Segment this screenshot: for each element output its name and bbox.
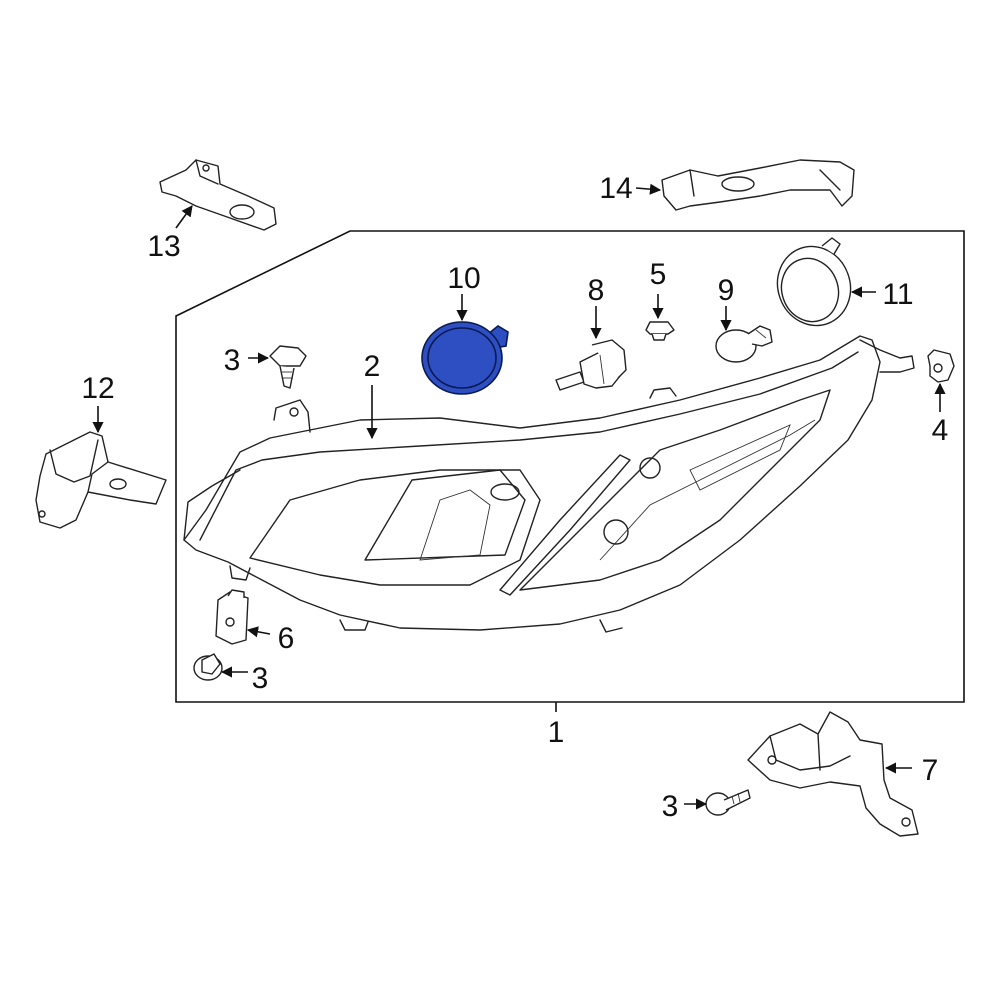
callout-7: 7 [922,754,939,787]
bracket-12 [35,431,167,529]
callout-11: 11 [882,278,913,311]
screw-3b [193,653,223,681]
clip-5 [645,321,675,341]
bracket-13 [159,159,277,231]
callout-9: 9 [718,274,735,307]
assembly-frame [175,230,965,703]
callout-14: 14 [599,172,632,205]
callout-3c: 3 [662,790,679,823]
callout-12: 12 [81,372,114,405]
ring-11 [776,237,852,327]
clip-6 [215,589,249,645]
callout-10: 10 [447,262,480,295]
leader-14 [635,183,662,195]
leader-13 [175,205,193,229]
bulb-9 [715,325,773,363]
screw-3a [269,345,307,389]
callout-2: 2 [364,350,381,383]
clip-4 [927,349,955,383]
callout-4: 4 [932,414,949,447]
callout-3a: 3 [224,344,241,377]
screw-3c [705,789,751,816]
bracket-14 [661,159,855,211]
headlamp-housing [183,335,915,633]
callout-13: 13 [147,230,180,263]
leader-6 [246,626,271,638]
callout-8: 8 [588,274,605,307]
bracket-7 [747,711,919,837]
callout-1: 1 [548,716,565,749]
cap-highlighted [421,321,509,395]
callout-5: 5 [650,258,667,291]
bulb-8 [555,339,627,391]
callout-6: 6 [278,622,295,655]
callout-3b: 3 [252,662,269,695]
